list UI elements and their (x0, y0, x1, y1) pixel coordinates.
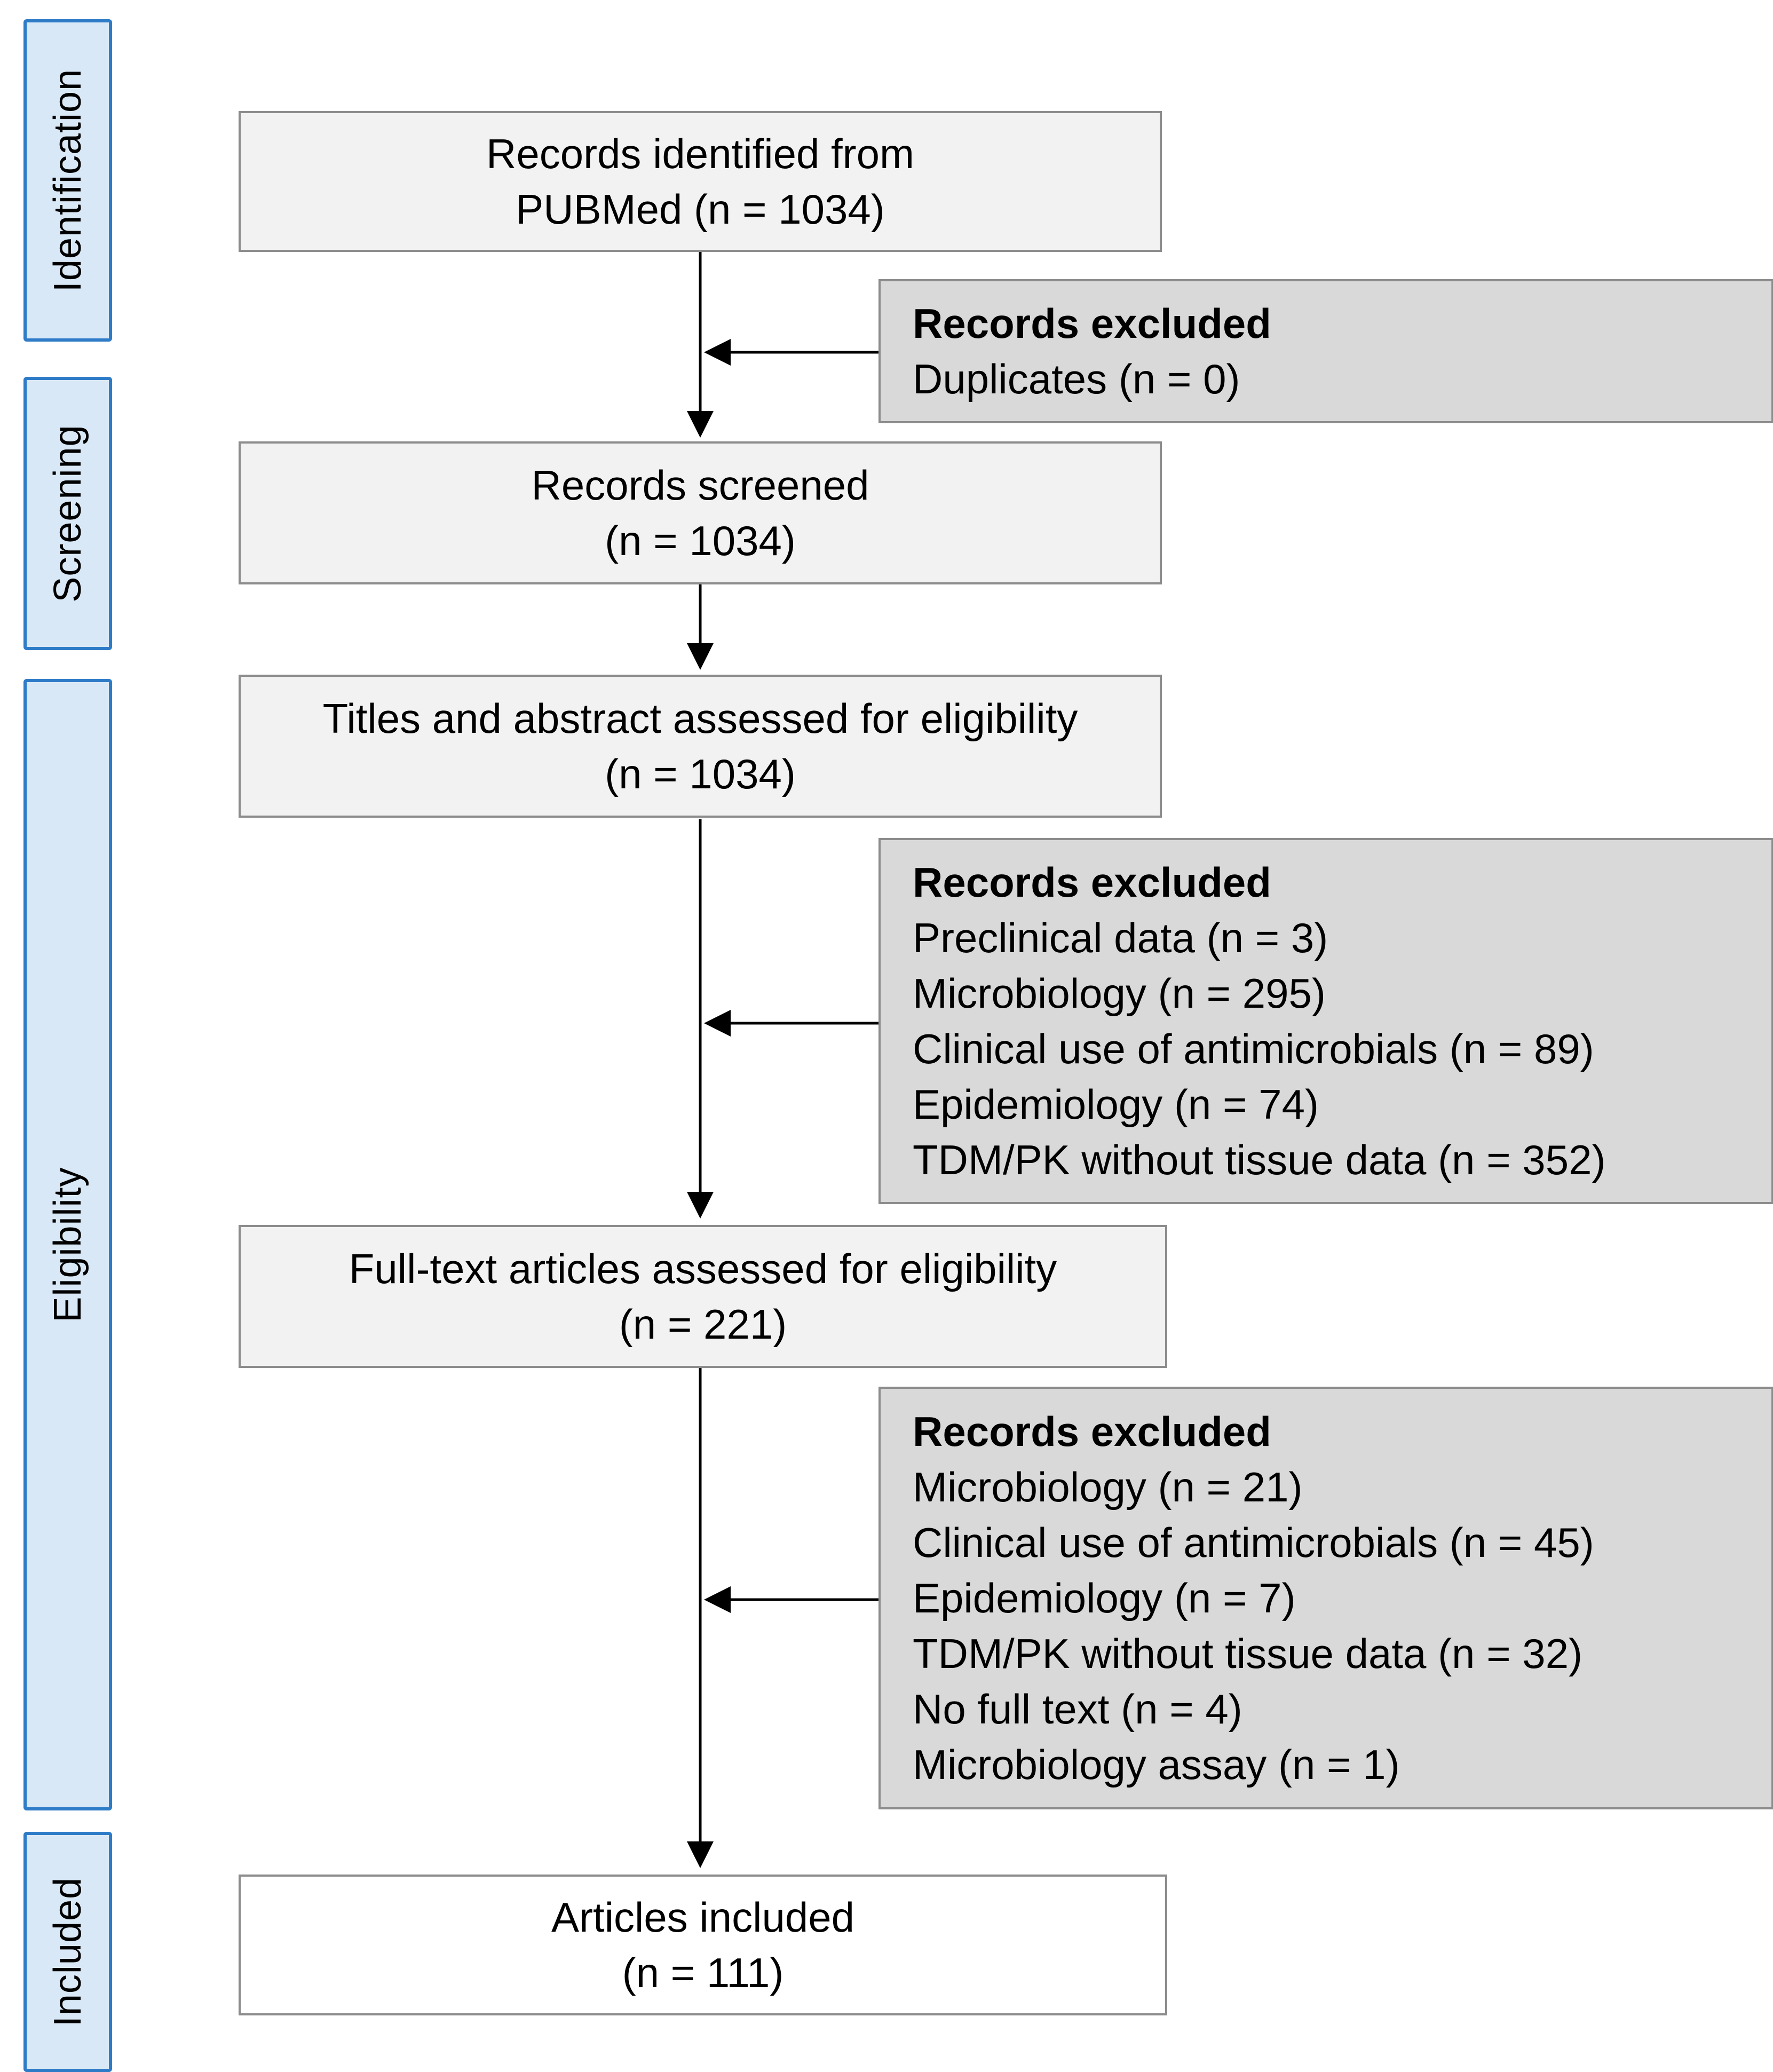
exclusion-abstract: Records excluded Preclinical data (n = 3… (878, 838, 1773, 1204)
box-articles-included: Articles included (n = 111) (239, 1875, 1167, 2015)
exclusion-abstract-heading: Records excluded (913, 859, 1271, 906)
exclusion-item: Clinical use of antimicrobials (n = 45) (913, 1519, 1594, 1566)
box-records-identified-line2: PUBMed (n = 1034) (516, 186, 885, 233)
exclusion-duplicates-heading: Records excluded (913, 300, 1271, 347)
exclusion-item: Microbiology assay (n = 1) (913, 1741, 1400, 1788)
stage-included: Included (23, 1832, 112, 2072)
exclusion-fulltext: Records excluded Microbiology (n = 21) C… (878, 1387, 1773, 1809)
box-fulltext-assessed-line1: Full-text articles assessed for eligibil… (349, 1245, 1057, 1292)
box-records-screened-line1: Records screened (531, 462, 869, 509)
exclusion-fulltext-heading: Records excluded (913, 1408, 1271, 1455)
box-records-screened-line2: (n = 1034) (605, 517, 796, 564)
exclusion-item: Duplicates (n = 0) (913, 355, 1240, 402)
exclusion-item: TDM/PK without tissue data (n = 32) (913, 1630, 1583, 1677)
exclusion-item: Clinical use of antimicrobials (n = 89) (913, 1025, 1594, 1072)
box-records-screened: Records screened (n = 1034) (239, 441, 1162, 584)
exclusion-item: Microbiology (n = 295) (913, 970, 1326, 1017)
exclusion-item: Epidemiology (n = 7) (913, 1575, 1296, 1622)
box-titles-abstract-line1: Titles and abstract assessed for eligibi… (322, 695, 1078, 742)
box-records-identified-line1: Records identified from (486, 130, 914, 177)
exclusion-item: Microbiology (n = 21) (913, 1464, 1303, 1510)
stage-identification: Identification (23, 19, 112, 342)
box-titles-abstract: Titles and abstract assessed for eligibi… (239, 675, 1162, 818)
box-fulltext-assessed-line2: (n = 221) (619, 1301, 787, 1348)
box-fulltext-assessed: Full-text articles assessed for eligibil… (239, 1225, 1167, 1368)
exclusion-item: TDM/PK without tissue data (n = 352) (913, 1136, 1606, 1183)
box-titles-abstract-line2: (n = 1034) (605, 750, 796, 797)
box-articles-included-line1: Articles included (551, 1894, 854, 1941)
box-articles-included-line2: (n = 111) (622, 1949, 784, 1996)
exclusion-duplicates: Records excluded Duplicates (n = 0) (878, 279, 1773, 423)
box-records-identified: Records identified from PUBMed (n = 1034… (239, 111, 1162, 252)
stage-eligibility: Eligibility (23, 679, 112, 1810)
exclusion-item: No full text (n = 4) (913, 1686, 1242, 1733)
stage-screening: Screening (23, 377, 112, 650)
exclusion-item: Preclinical data (n = 3) (913, 914, 1328, 961)
exclusion-item: Epidemiology (n = 74) (913, 1081, 1319, 1128)
